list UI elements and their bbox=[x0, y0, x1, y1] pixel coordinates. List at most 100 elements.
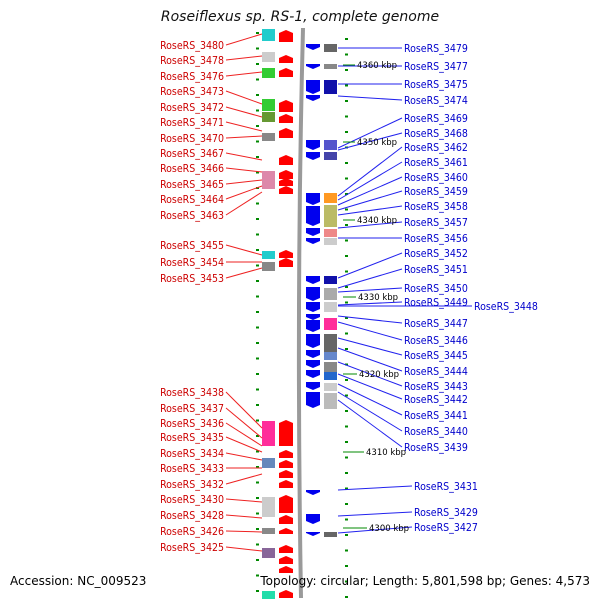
reverse-gene-label[interactable]: RoseRS_3477 bbox=[404, 61, 468, 73]
reverse-gene-label[interactable]: RoseRS_3460 bbox=[404, 172, 468, 184]
forward-gene-label[interactable]: RoseRS_3436 bbox=[160, 418, 224, 430]
forward-gene-label[interactable]: RoseRS_3428 bbox=[160, 510, 224, 522]
reverse-gene-label[interactable]: RoseRS_3439 bbox=[404, 442, 468, 454]
leader-line bbox=[337, 347, 403, 372]
reverse-gene-arrow bbox=[306, 334, 320, 348]
leader-line bbox=[225, 546, 263, 552]
leader-line bbox=[225, 530, 263, 533]
forward-gene-arrow bbox=[279, 250, 293, 258]
track-tick bbox=[256, 140, 259, 143]
reverse-gene-arrow bbox=[306, 382, 320, 390]
track-tick bbox=[345, 286, 348, 288]
reverse-gene-label[interactable]: RoseRS_3429 bbox=[414, 507, 478, 519]
forward-gene-label[interactable]: RoseRS_3464 bbox=[160, 194, 224, 206]
reverse-gene-label[interactable]: RoseRS_3479 bbox=[404, 43, 468, 55]
forward-gene-label[interactable]: RoseRS_3426 bbox=[160, 526, 224, 538]
reverse-gene-label[interactable]: RoseRS_3451 bbox=[404, 264, 468, 276]
reverse-gene-label[interactable]: RoseRS_3468 bbox=[404, 128, 468, 140]
track-tick bbox=[256, 419, 259, 422]
track-tick bbox=[345, 224, 348, 226]
reverse-gene-label[interactable]: RoseRS_3431 bbox=[414, 481, 478, 493]
forward-gene-label[interactable]: RoseRS_3435 bbox=[160, 432, 224, 444]
forward-gene-label[interactable]: RoseRS_3454 bbox=[160, 257, 224, 269]
forward-gene-label[interactable]: RoseRS_3438 bbox=[160, 387, 224, 399]
reverse-gene-block bbox=[324, 372, 337, 380]
forward-gene-arrow bbox=[279, 545, 293, 553]
forward-gene-label[interactable]: RoseRS_3455 bbox=[160, 240, 224, 252]
track-tick bbox=[256, 233, 259, 236]
forward-gene-label[interactable]: RoseRS_3480 bbox=[160, 40, 224, 52]
track-tick bbox=[345, 580, 348, 583]
reverse-gene-label[interactable]: RoseRS_3452 bbox=[404, 248, 468, 260]
leader-line bbox=[225, 185, 263, 200]
reverse-gene-label[interactable]: RoseRS_3456 bbox=[404, 233, 468, 245]
reverse-gene-block bbox=[324, 318, 337, 330]
leader-line bbox=[225, 55, 263, 61]
forward-gene-arrow bbox=[279, 68, 293, 77]
reverse-gene-label[interactable]: RoseRS_3442 bbox=[404, 394, 468, 406]
reverse-gene-label[interactable]: RoseRS_3469 bbox=[404, 113, 468, 125]
track-tick bbox=[345, 379, 348, 381]
track-tick bbox=[256, 404, 259, 406]
reverse-gene-label[interactable]: RoseRS_3441 bbox=[404, 410, 468, 422]
reverse-gene-label[interactable]: RoseRS_3443 bbox=[404, 381, 468, 393]
forward-gene-label[interactable]: RoseRS_3432 bbox=[160, 479, 224, 491]
reverse-gene-label[interactable]: RoseRS_3440 bbox=[404, 426, 468, 438]
track-tick bbox=[256, 497, 259, 499]
reverse-gene-label[interactable]: RoseRS_3448 bbox=[474, 301, 538, 313]
forward-gene-label[interactable]: RoseRS_3437 bbox=[160, 403, 224, 415]
reverse-gene-block bbox=[324, 205, 337, 227]
reverse-gene-label[interactable]: RoseRS_3446 bbox=[404, 335, 468, 347]
leader-line bbox=[225, 135, 263, 139]
forward-gene-arrow bbox=[279, 155, 293, 165]
forward-gene-label[interactable]: RoseRS_3463 bbox=[160, 210, 224, 222]
forward-gene-label[interactable]: RoseRS_3470 bbox=[160, 133, 224, 145]
forward-gene-block bbox=[262, 421, 275, 446]
reverse-gene-block bbox=[324, 152, 337, 160]
reverse-gene-label[interactable]: RoseRS_3427 bbox=[414, 522, 478, 534]
forward-gene-label[interactable]: RoseRS_3471 bbox=[160, 117, 224, 129]
forward-gene-label[interactable]: RoseRS_3453 bbox=[160, 273, 224, 285]
reverse-gene-arrow bbox=[306, 360, 320, 368]
reverse-gene-label[interactable]: RoseRS_3450 bbox=[404, 283, 468, 295]
reverse-gene-label[interactable]: RoseRS_3462 bbox=[404, 142, 468, 154]
reverse-gene-label[interactable]: RoseRS_3458 bbox=[404, 201, 468, 213]
forward-gene-label[interactable]: RoseRS_3476 bbox=[160, 71, 224, 83]
forward-gene-label[interactable]: RoseRS_3472 bbox=[160, 102, 224, 114]
forward-gene-label[interactable]: RoseRS_3465 bbox=[160, 179, 224, 191]
forward-gene-arrow bbox=[279, 420, 293, 446]
track-tick bbox=[345, 472, 348, 474]
forward-gene-label[interactable]: RoseRS_3473 bbox=[160, 86, 224, 98]
forward-gene-arrow bbox=[279, 515, 293, 524]
forward-gene-arrow bbox=[279, 495, 293, 513]
track-tick bbox=[256, 94, 259, 96]
track-tick bbox=[345, 255, 348, 257]
leader-line bbox=[337, 132, 403, 151]
forward-gene-arrow bbox=[279, 480, 293, 488]
reverse-gene-label[interactable]: RoseRS_3475 bbox=[404, 79, 468, 91]
track-tick bbox=[345, 441, 348, 443]
forward-gene-label[interactable]: RoseRS_3434 bbox=[160, 448, 224, 460]
reverse-gene-label[interactable]: RoseRS_3461 bbox=[404, 157, 468, 169]
reverse-gene-label[interactable]: RoseRS_3449 bbox=[404, 297, 468, 309]
reverse-gene-block bbox=[324, 140, 337, 150]
reverse-gene-label[interactable]: RoseRS_3445 bbox=[404, 350, 468, 362]
forward-gene-label[interactable]: RoseRS_3478 bbox=[160, 55, 224, 67]
reverse-gene-label[interactable]: RoseRS_3447 bbox=[404, 318, 468, 330]
reverse-gene-label[interactable]: RoseRS_3474 bbox=[404, 95, 468, 107]
reverse-gene-label[interactable]: RoseRS_3444 bbox=[404, 366, 468, 378]
track-tick bbox=[256, 202, 259, 205]
reverse-gene-block bbox=[324, 238, 337, 245]
forward-gene-label[interactable]: RoseRS_3466 bbox=[160, 163, 224, 175]
forward-gene-label[interactable]: RoseRS_3433 bbox=[160, 463, 224, 475]
track-tick bbox=[345, 53, 348, 56]
track-tick bbox=[345, 332, 348, 335]
forward-gene-label[interactable]: RoseRS_3425 bbox=[160, 542, 224, 554]
reverse-gene-label[interactable]: RoseRS_3457 bbox=[404, 217, 468, 229]
reverse-gene-arrow bbox=[306, 276, 320, 284]
reverse-gene-label[interactable]: RoseRS_3459 bbox=[404, 186, 468, 198]
forward-gene-label[interactable]: RoseRS_3430 bbox=[160, 494, 224, 506]
forward-gene-arrow bbox=[279, 258, 293, 267]
forward-gene-block bbox=[262, 251, 275, 259]
forward-gene-label[interactable]: RoseRS_3467 bbox=[160, 148, 224, 160]
